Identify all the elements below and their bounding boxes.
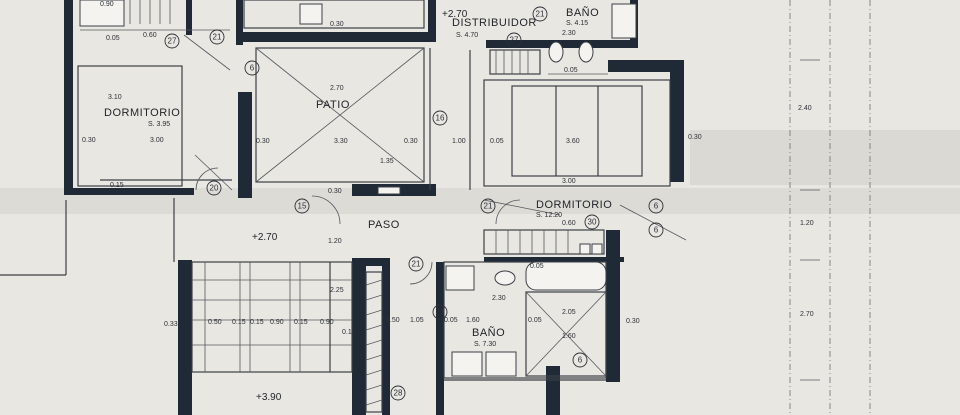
dimension-label: 1.00 xyxy=(452,138,466,145)
room-name-bano-2: BAÑO xyxy=(472,326,505,339)
dimension-label: 3.00 xyxy=(150,137,164,144)
svg-text:16: 16 xyxy=(436,114,445,123)
dimension-label: 2.70 xyxy=(330,85,344,92)
dimension-label: 0.15 xyxy=(110,182,124,189)
dimension-label: 0.05 xyxy=(106,35,120,42)
dimension-label: 0.33 xyxy=(164,321,178,328)
dimension-label: 0.05 xyxy=(444,317,458,324)
marker: 21 xyxy=(209,29,225,45)
svg-text:27: 27 xyxy=(168,37,177,46)
room-name-paso: PASO xyxy=(368,219,400,231)
dimension-label: 1.05 xyxy=(410,317,424,324)
dimension-labels: 0.90 0.05 0.60 3.10 0.30 3.00 0.15 2.70 … xyxy=(82,1,814,340)
level-label: +3.90 xyxy=(256,392,282,403)
marker: 20 xyxy=(206,180,222,196)
dimension-label: 2.30 xyxy=(562,30,576,37)
svg-text:21: 21 xyxy=(436,308,445,317)
room-name-distribuidor: DISTRIBUIDOR xyxy=(452,17,537,29)
dimension-label: 0.30 xyxy=(328,188,342,195)
dimension-label: 1.60 xyxy=(562,333,576,340)
dimension-label: 0.90 xyxy=(100,1,114,8)
dimension-label: 0.30 xyxy=(626,318,640,325)
room-name-bano-1: BAÑO xyxy=(566,6,599,19)
dimension-label: 0.60 xyxy=(562,220,576,227)
dimension-label: 1.20 xyxy=(800,220,814,227)
svg-text:20: 20 xyxy=(210,184,219,193)
svg-text:6: 6 xyxy=(654,226,659,235)
svg-text:30: 30 xyxy=(588,218,597,227)
dimension-label: 0.05 xyxy=(530,263,544,270)
dimension-label: 0.50 xyxy=(386,317,400,324)
dimension-label: 1.20 xyxy=(328,238,342,245)
room-area-dormitorio-2: S. 12.20 xyxy=(536,212,562,219)
marker: 6 xyxy=(648,198,664,214)
dimension-label: 2.40 xyxy=(798,105,812,112)
room-name-dormitorio-1: DORMITORIO xyxy=(104,107,180,119)
marker: 27 xyxy=(164,33,180,49)
dimension-label: 0.30 xyxy=(404,138,418,145)
marker: 6 xyxy=(244,60,260,76)
level-label: +2.70 xyxy=(252,232,278,243)
axis-lines xyxy=(789,0,871,415)
marker: 28 xyxy=(390,385,406,401)
dimension-label: 3.30 xyxy=(334,138,348,145)
dimension-label: 0.05 xyxy=(490,138,504,145)
dimension-label: 3.00 xyxy=(562,178,576,185)
svg-text:21: 21 xyxy=(213,33,222,42)
svg-text:15: 15 xyxy=(298,202,307,211)
dimension-label: 0.15 xyxy=(250,319,264,326)
dimension-label: 0.90 xyxy=(320,319,334,326)
dimension-label: 3.10 xyxy=(108,94,122,101)
svg-text:27: 27 xyxy=(510,36,519,45)
room-name-patio: PATIO xyxy=(316,99,350,111)
marker: 30 xyxy=(584,214,600,230)
marker: 27 xyxy=(506,32,522,48)
dimension-label: 0.60 xyxy=(143,32,157,39)
marker: 15 xyxy=(294,198,310,214)
interior-lines xyxy=(0,0,687,413)
dimension-label: 0.30 xyxy=(82,137,96,144)
marker: 16 xyxy=(432,110,448,126)
svg-text:6: 6 xyxy=(250,64,255,73)
marker: 21 xyxy=(532,6,548,22)
dimension-label: 0.05 xyxy=(564,67,578,74)
room-area-bano-1: S. 4.15 xyxy=(566,20,588,27)
level-label: +2.70 xyxy=(442,9,468,20)
room-area-bano-2: S. 7.30 xyxy=(474,341,496,348)
dimension-label: 2.05 xyxy=(562,309,576,316)
dimension-label: 0.50 xyxy=(208,319,222,326)
dimension-label: 3.60 xyxy=(566,138,580,145)
dimension-label: 0.15 xyxy=(232,319,246,326)
dimension-label: 0.30 xyxy=(688,134,702,141)
dimension-label: 0.15 xyxy=(294,319,308,326)
svg-text:21: 21 xyxy=(412,260,421,269)
room-area-dormitorio-1: S. 3.95 xyxy=(148,121,170,128)
dimension-label: 1.60 xyxy=(466,317,480,324)
dimension-label: 0.30 xyxy=(256,138,270,145)
dimension-label: 0.15 xyxy=(342,329,356,336)
marker: 6 xyxy=(572,352,588,368)
marker: 21 xyxy=(408,256,424,272)
svg-text:28: 28 xyxy=(394,389,403,398)
room-area-distribuidor: S. 4.70 xyxy=(456,32,478,39)
svg-text:21: 21 xyxy=(484,202,493,211)
dimension-label: 2.70 xyxy=(800,311,814,318)
dimension-label: 0.90 xyxy=(270,319,284,326)
walls xyxy=(64,0,684,415)
dimension-label: 0.30 xyxy=(330,21,344,28)
marker: 6 xyxy=(648,222,664,238)
dimension-label: 2.25 xyxy=(330,287,344,294)
svg-text:6: 6 xyxy=(578,356,583,365)
marker: 21 xyxy=(432,304,448,320)
room-name-dormitorio-2: DORMITORIO xyxy=(536,199,612,211)
dimension-label: 2.30 xyxy=(492,295,506,302)
svg-text:21: 21 xyxy=(536,10,545,19)
svg-text:6: 6 xyxy=(654,202,659,211)
marker: 21 xyxy=(480,198,496,214)
dimension-label: 0.05 xyxy=(528,317,542,324)
dimension-label: 1.35 xyxy=(380,158,394,165)
